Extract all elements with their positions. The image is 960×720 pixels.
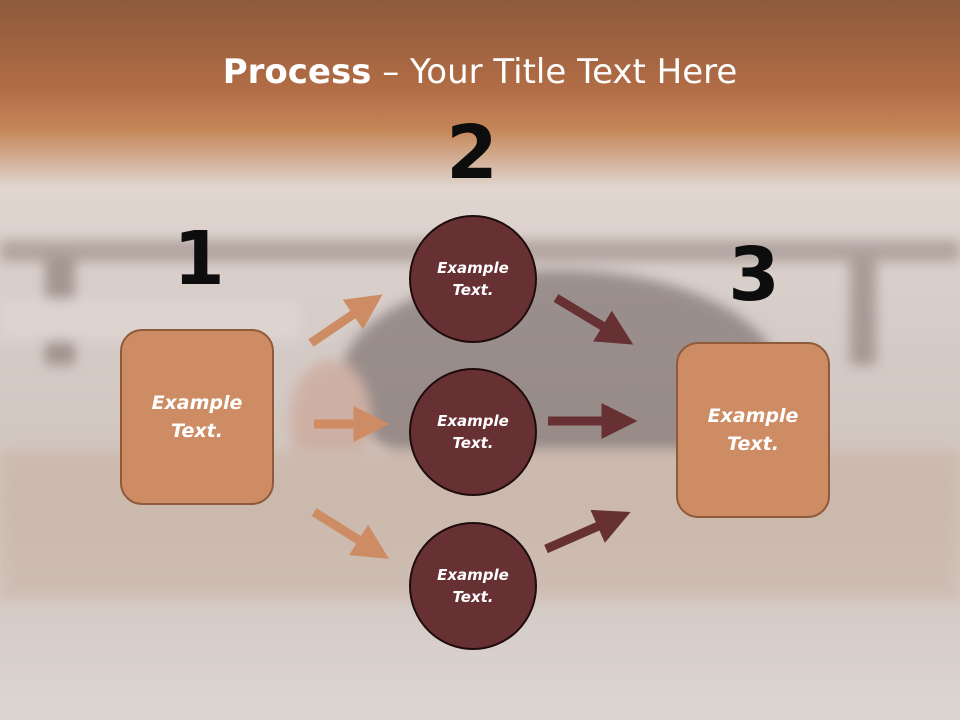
- title-rest: – Your Title Text Here: [371, 52, 738, 92]
- step-number-2: 2: [446, 110, 498, 196]
- step-number-1: 1: [173, 216, 225, 302]
- arrow-2-top-to-3: [553, 294, 634, 345]
- step-number-3: 3: [728, 232, 780, 318]
- arrow-1-to-2-top: [308, 294, 383, 347]
- page-title: Process – Your Title Text Here: [0, 52, 960, 92]
- arrow-2-bottom-to-3: [544, 509, 631, 554]
- title-bold: Process: [222, 52, 372, 92]
- arrow-1-to-2-bottom: [311, 508, 390, 559]
